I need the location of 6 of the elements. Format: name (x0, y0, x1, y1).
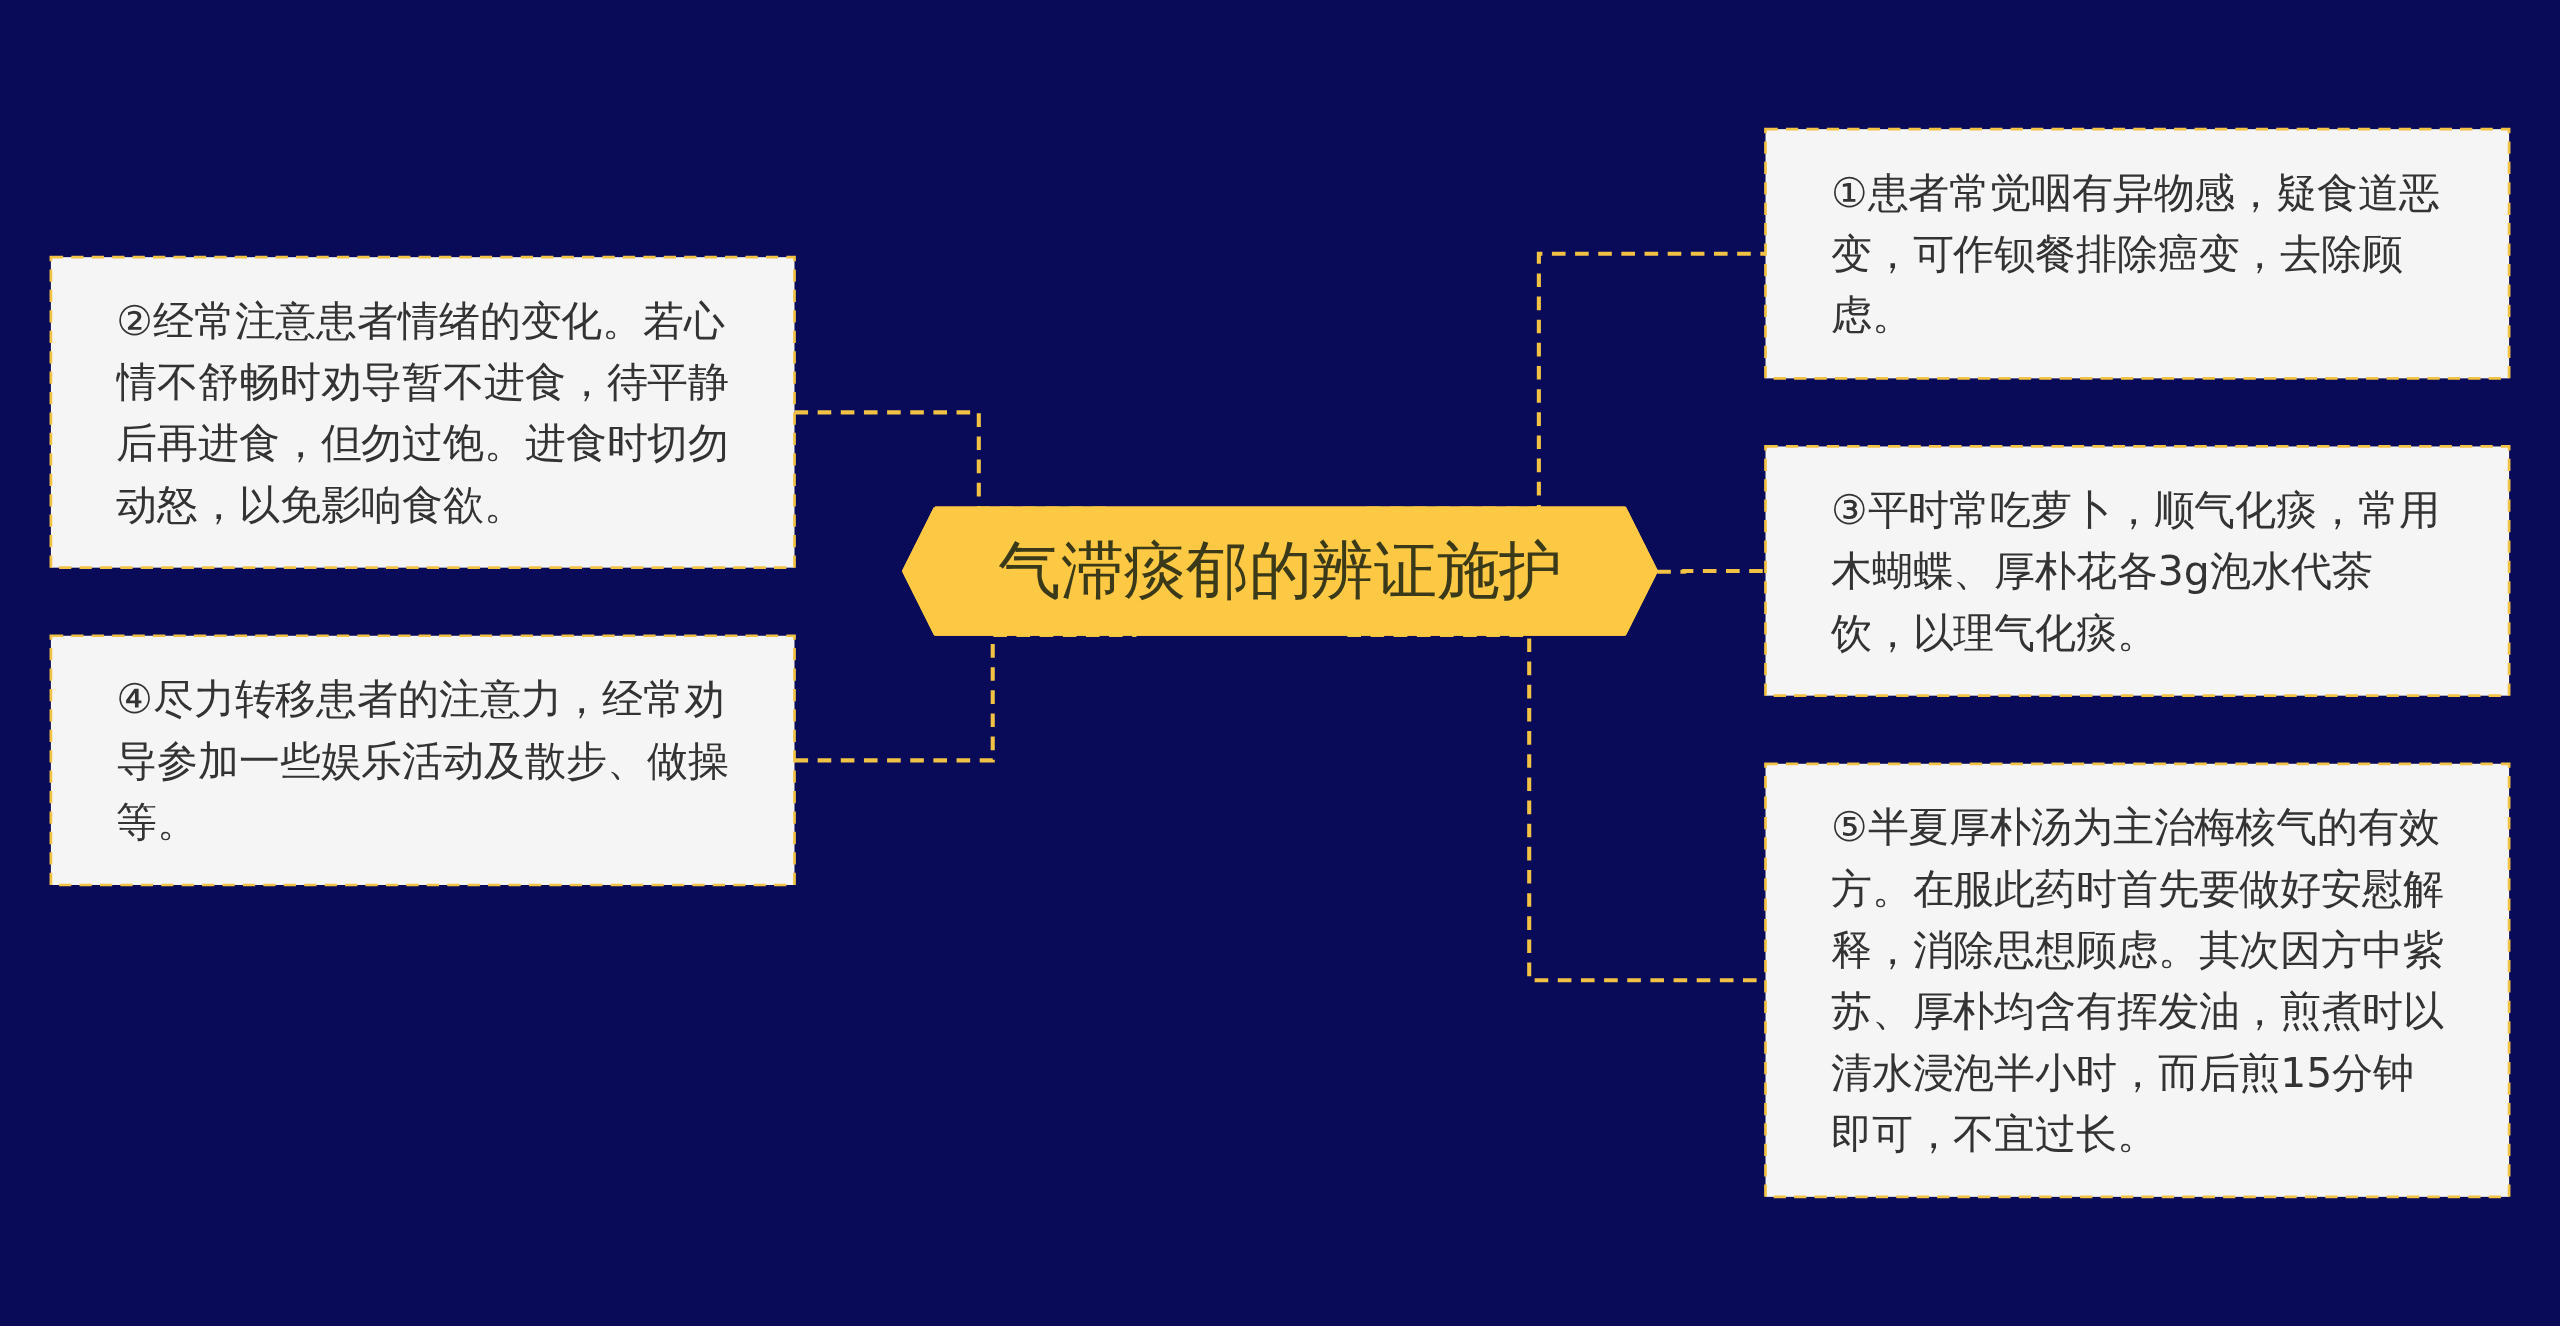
node-box: ⑤半夏厚朴汤为主治梅核气的有效方。在服此药时首先要做好安慰解释，消除思想顾虑。其次因方中紫苏、厚朴均含有挥发油，煎煮时以清水浸泡半小时，而后煎15分钟即可，不宜过长。 (1764, 762, 2511, 1199)
node-box: ②经常注意患者情绪的变化。若心情不舒畅时劝导暂不进食，待平静后再进食，但勿过饱。进食时切勿动怒，以免影响食欲。 (49, 255, 796, 570)
node-box: ①患者常觉咽有异物感，疑食道恶变，可作钡餐排除癌变，去除顾虑。 (1764, 127, 2511, 380)
node-box: ④尽力转移患者的注意力，经常劝导参加一些娱乐活动及散步、做操等。 (49, 634, 796, 887)
node-box: ③平时常吃萝卜，顺气化痰，常用木蝴蝶、厚朴花各3g泡水代茶饮，以理气化痰。 (1764, 445, 2511, 698)
connector (1657, 569, 1766, 574)
